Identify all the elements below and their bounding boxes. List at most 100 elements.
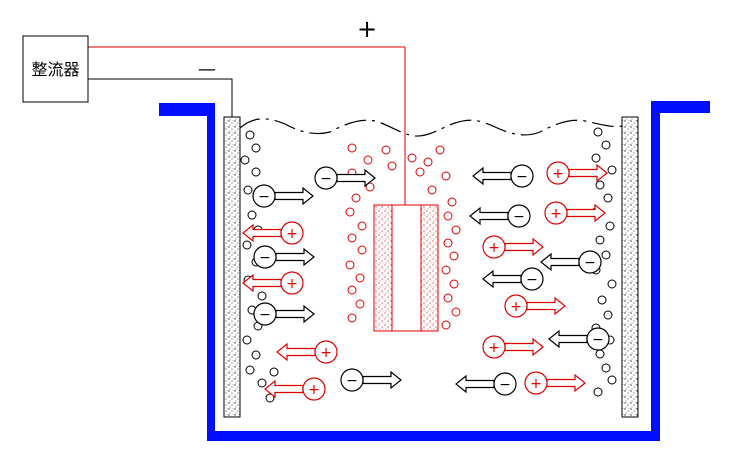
gas-bubble-icon [347,313,357,323]
anion-circle [520,267,544,291]
gas-bubble-icon [603,193,613,203]
anion-sign: − [258,189,270,205]
gas-bubble-icon [451,225,461,235]
hollow-arrow-icon [566,203,606,223]
cation-sign: + [510,299,522,315]
hollow-arrow-icon [275,304,315,324]
cation-circle [302,377,326,401]
anode-right-part [420,204,439,332]
anion-ion: − [340,368,402,392]
cation-ion: + [524,371,586,395]
gas-bubble-icon [441,265,451,275]
gas-bubble-icon [365,182,375,192]
gas-bubble-icon [595,180,605,190]
gas-bubble-icon [423,157,433,167]
hollow-arrow-icon [568,163,608,183]
anion-circle [493,372,517,396]
gas-bubble-icon [449,251,459,261]
gas-bubble-icon [251,350,261,360]
gas-bubble-icon [257,291,267,301]
cation-ion: + [482,335,544,359]
gas-bubble-icon [443,293,453,303]
cation-circle [504,294,528,318]
anion-ion: − [472,164,534,188]
cation-ion: + [242,271,304,295]
hollow-arrow-icon [242,223,282,243]
anion-circle [252,184,276,208]
anion-ion: − [253,302,315,326]
hollow-arrow-icon [504,237,544,257]
anion-sign: − [346,373,358,389]
gas-bubble-icon [351,193,361,203]
gas-bubble-icon [265,393,275,403]
gas-bubble-icon [257,378,267,388]
gas-bubble-icon [242,240,252,250]
gas-bubble-icon [245,130,255,140]
anion-sign: − [513,209,525,225]
gas-bubble-icon [607,279,617,289]
gas-bubble-icon [607,165,617,175]
cation-circle [280,271,304,295]
cation-sign: + [550,206,562,222]
cation-sign: + [488,340,500,356]
gas-bubble-icon [597,295,607,305]
hollow-arrow-icon [540,252,580,272]
gas-bubble-icon [347,285,357,295]
cation-ion: + [482,235,544,259]
negative-wire [88,78,233,117]
gas-bubble-icon [603,310,613,320]
gas-bubble-icon [415,167,425,177]
cation-circle [280,221,304,245]
ions-layer: −−−−−−−−−−−++++++++++ [242,161,610,401]
cation-ion: + [504,294,566,318]
anion-ion: − [548,327,610,351]
cation-circle [544,201,568,225]
rectifier-label: 整流器 [31,60,79,79]
anion-ion: − [455,372,517,396]
positive-terminal-sign: + [357,15,377,43]
gas-bubble-icon [443,238,453,248]
hollow-arrow-icon [548,329,588,349]
anion-ion: − [252,184,314,208]
anion-ion: − [314,166,376,190]
gas-bubble-icon [357,221,367,231]
anion-sign: − [584,255,596,271]
cation-ion: + [546,161,608,185]
anion-sign: − [592,332,604,348]
anion-ion: − [469,204,531,228]
gas-bubble-icon [441,171,451,181]
gas-bubble-icon [605,221,615,231]
cation-ion: + [544,201,606,225]
anion-sign: − [526,272,538,288]
anion-sign: − [320,171,332,187]
anion-circle [578,250,602,274]
anode [373,204,439,332]
gas-bubble-icon [449,279,459,289]
hollow-arrow-icon [242,273,282,293]
anion-circle [314,166,338,190]
cation-circle [482,235,506,259]
gas-bubble-icon [451,307,461,317]
gas-bubble-icon [355,273,365,283]
anion-sign: − [499,377,511,393]
gas-bubble-icon [269,367,279,377]
cation-sign: + [308,382,320,398]
gas-bubble-icon [595,235,605,245]
hollow-arrow-icon [455,374,495,394]
positive-wire [88,46,406,205]
anode-left-part [373,204,393,332]
anion-ion: − [253,245,315,269]
hollow-arrow-icon [482,269,522,289]
gas-bubble-icon [381,145,391,155]
gas-bubble-icon [345,207,355,217]
gas-bubble-icon [245,365,255,375]
hollow-arrow-icon [504,337,544,357]
gas-bubble-icon [240,155,250,165]
gas-bubble-icon [243,185,253,195]
gas-bubble-icon [247,210,257,220]
hollow-arrow-icon [362,370,402,390]
tank-wall [159,101,710,441]
cation-sign: + [286,226,298,242]
anion-ion: − [482,267,544,291]
